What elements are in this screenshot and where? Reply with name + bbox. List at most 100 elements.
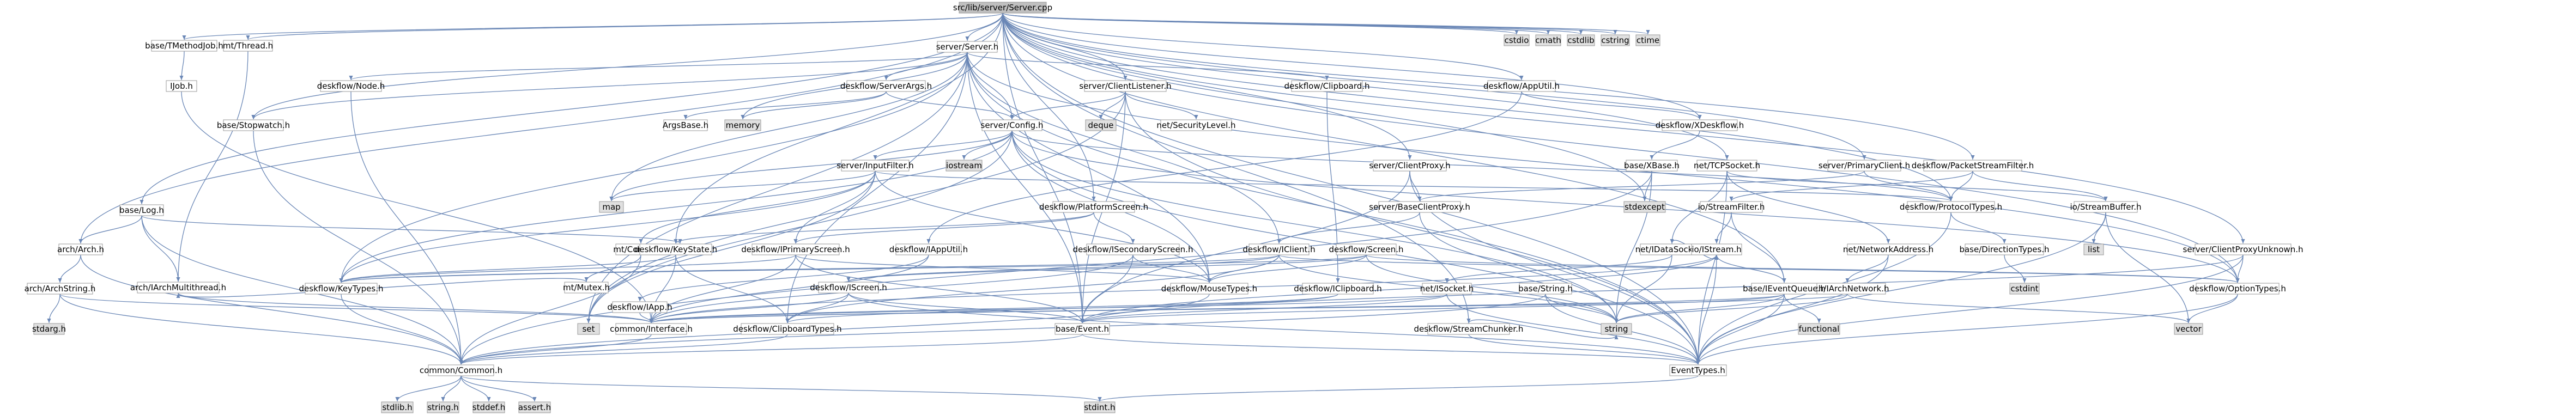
node-packetstreamfilter[interactable]: deskflow/PacketStreamFilter.h <box>1912 160 2034 172</box>
node-iclient[interactable]: deskflow/IClient.h <box>1242 243 1316 255</box>
node-istreamfilter[interactable]: io/StreamFilter.h <box>1698 201 1765 213</box>
node-ieventqueue[interactable]: base/IEventQueue.h <box>1743 283 1826 295</box>
node-clientproxyunknown[interactable]: server/ClientProxyUnknown.h <box>2183 243 2304 255</box>
node-apputil[interactable]: deskflow/AppUtil.h <box>1483 80 1560 92</box>
node-protocoltypes[interactable]: deskflow/ProtocolTypes.h <box>1900 201 2002 213</box>
node-clipboard-box <box>1291 80 1363 92</box>
edge-root-to-mtthread <box>246 13 1003 40</box>
edge-iarchmt-to-interface <box>178 292 653 324</box>
node-ijob-box <box>166 80 197 92</box>
edge-serverargs-to-serverconfig <box>886 91 1014 120</box>
node-cstdio-label: cstdio <box>1505 35 1529 45</box>
node-cstdint-box <box>2009 283 2040 295</box>
edge-serverh-to-optiontypes <box>967 52 2240 283</box>
node-archh[interactable]: arch/Arch.h <box>57 243 104 255</box>
node-root-label: src/lib/server/Server.cpp <box>953 3 1052 13</box>
node-stopwatch[interactable]: base/Stopwatch.h <box>217 119 290 131</box>
node-serverconfig[interactable]: server/Config.h <box>981 119 1044 131</box>
node-tmethodjob[interactable]: base/TMethodJob.h <box>145 40 223 52</box>
node-mousetypes-label: deskflow/MouseTypes.h <box>1161 284 1257 294</box>
edge-root-to-tmethodjob <box>182 13 1003 40</box>
node-mousetypes[interactable]: deskflow/MouseTypes.h <box>1161 283 1257 295</box>
node-xbase[interactable]: base/XBase.h <box>1624 160 1680 172</box>
edge-isocket-to-interface <box>649 294 1447 324</box>
node-tcpsocket[interactable]: net/TCPSocket.h <box>1694 160 1760 172</box>
node-baseevent[interactable]: base/Event.h <box>1054 323 1110 335</box>
node-iclipboard[interactable]: deskflow/IClipboard.h <box>1294 283 1382 295</box>
node-serverargs[interactable]: deskflow/ServerArgs.h <box>840 80 932 92</box>
node-iscreen[interactable]: deskflow/IScreen.h <box>810 282 887 294</box>
node-clientlistener[interactable]: server/ClientListener.h <box>1079 80 1172 92</box>
edge-ieventqueue-to-interface <box>650 294 1785 324</box>
node-clipboardtypes[interactable]: deskflow/ClipboardTypes.h <box>733 323 842 335</box>
node-xdesktop[interactable]: deskflow/XDeskflow.h <box>1656 119 1744 131</box>
node-directiontypes[interactable]: base/DirectionTypes.h <box>1959 243 2050 255</box>
node-mtthread[interactable]: mt/Thread.h <box>223 40 273 52</box>
edge-common-to-stdint <box>460 375 1102 402</box>
node-iarchmt[interactable]: arch/IArchMultithread.h <box>130 282 226 294</box>
node-baselog[interactable]: base/Log.h <box>119 204 164 216</box>
node-cstdio: cstdio <box>1504 34 1530 46</box>
node-mtmutex-label: mt/Mutex.h <box>563 283 610 292</box>
node-interface[interactable]: common/Interface.h <box>610 323 693 335</box>
node-clientproxy[interactable]: server/ClientProxy.h <box>1369 160 1451 172</box>
node-netaddress[interactable]: net/NetworkAddress.h <box>1843 243 1933 255</box>
edge-serverh-to-serverconfig <box>967 52 1014 120</box>
edge-serverh-to-clipboard <box>967 52 1329 81</box>
node-serverargs-label: deskflow/ServerArgs.h <box>840 81 932 91</box>
node-iapputil[interactable]: deskflow/IAppUtil.h <box>889 243 968 255</box>
node-archstring[interactable]: arch/ArchString.h <box>25 283 96 295</box>
edge-keystate-to-clipboardtypes <box>675 254 790 324</box>
node-clipboardtypes-label: deskflow/ClipboardTypes.h <box>733 324 841 334</box>
node-streamchunker-box <box>1427 323 1510 335</box>
node-optiontypes[interactable]: deskflow/OptionTypes.h <box>2189 283 2286 295</box>
edge-common-to-stringh <box>441 375 462 402</box>
node-streamchunker[interactable]: deskflow/StreamChunker.h <box>1414 323 1524 335</box>
node-seclevel[interactable]: net/SecurityLevel.h <box>1156 119 1236 131</box>
edge-directiontypes-to-cstdint <box>2004 254 2027 283</box>
node-seclevel-box <box>1160 119 1232 131</box>
node-apputil-box <box>1487 80 1556 92</box>
edge-serverconfig-to-protocoltypes <box>1011 130 1953 202</box>
node-keytypes[interactable]: deskflow/KeyTypes.h <box>299 283 384 295</box>
node-iapp[interactable]: deskflow/IApp.h <box>607 301 672 313</box>
node-root[interactable]: src/lib/server/Server.cpp <box>953 2 1052 14</box>
node-platformscreen[interactable]: deskflow/PlatformScreen.h <box>1039 201 1148 213</box>
node-ijob[interactable]: IJob.h <box>166 80 197 92</box>
node-dfscreen[interactable]: deskflow/Screen.h <box>1329 243 1404 255</box>
edge-serverconfig-to-map <box>609 130 1013 202</box>
node-streambuffer[interactable]: io/StreamBuffer.h <box>2070 201 2142 213</box>
node-primaryclient[interactable]: server/PrimaryClient.h <box>1819 160 1910 172</box>
node-memory-box <box>724 119 761 131</box>
node-basestring[interactable]: base/String.h <box>1518 283 1573 295</box>
node-clipboard[interactable]: deskflow/Clipboard.h <box>1284 80 1370 92</box>
node-primaryclient-label: server/PrimaryClient.h <box>1819 161 1910 170</box>
edge-tcpsocket-to-streambuffer <box>1726 170 2108 202</box>
node-iprimaryscreen[interactable]: deskflow/IPrimaryScreen.h <box>741 243 850 255</box>
node-mtmutex[interactable]: mt/Mutex.h <box>563 282 610 294</box>
node-idatasocket[interactable]: net/IDataSocket.h <box>1635 243 1708 255</box>
edge-clientlistener-to-serverconfig <box>1010 91 1126 120</box>
node-iarchnetwork[interactable]: arch/IArchNetwork.h <box>1805 283 1889 295</box>
node-clientlistener-label: server/ClientListener.h <box>1079 81 1171 91</box>
node-dfnode[interactable]: deskflow/Node.h <box>317 80 385 92</box>
node-iprimaryscreen-box <box>751 243 840 255</box>
node-serverh[interactable]: server/Server.h <box>936 41 999 53</box>
node-keystate[interactable]: deskflow/KeyState.h <box>634 243 717 255</box>
node-common[interactable]: common/Common.h <box>420 364 502 376</box>
edge-serverh-to-serverargs <box>884 52 968 81</box>
edge-dfscreen-to-string <box>1366 254 1619 324</box>
node-interface-label: common/Interface.h <box>610 324 693 334</box>
node-argbase[interactable]: ArgsBase.h <box>663 119 708 131</box>
node-cstdint: cstdint <box>2009 283 2040 295</box>
node-isocket[interactable]: net/ISocket.h <box>1420 283 1474 295</box>
node-iostreamh[interactable]: io/IStream.h <box>1691 243 1742 255</box>
node-isecondaryscreen[interactable]: deskflow/ISecondaryScreen.h <box>1073 243 1193 255</box>
node-eventtypes[interactable]: EventTypes.h <box>1669 364 1727 376</box>
edge-inputfilter-to-keytypes <box>339 170 876 283</box>
node-iarchmt-label: arch/IArchMultithread.h <box>130 283 226 292</box>
node-inputfilter[interactable]: server/InputFilter.h <box>837 160 914 172</box>
node-stdarg: stdarg.h <box>32 323 66 335</box>
edge-serverh-to-map <box>609 52 968 202</box>
node-baseclientproxy[interactable]: server/BaseClientProxy.h <box>1369 201 1470 213</box>
